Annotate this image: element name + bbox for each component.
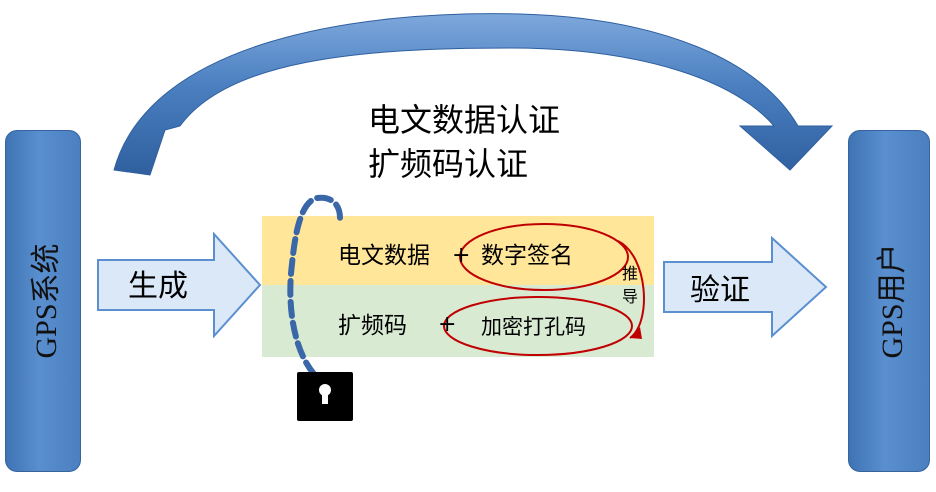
title-line-code-auth: 扩频码认证 (368, 145, 529, 183)
spreading-code-text: 扩频码 (338, 313, 407, 339)
spreading-code-band (262, 285, 654, 357)
derive-arrowhead (630, 327, 642, 339)
spreading-plus: + (438, 312, 457, 337)
curved-arrow-body (113, 13, 834, 176)
verify-label: 验证 (690, 273, 750, 308)
generate-label: 生成 (128, 269, 188, 304)
message-data-band (262, 216, 654, 285)
digital-signature-ellipse (459, 223, 629, 291)
derive-label-top: 推 (622, 264, 639, 283)
derive-arrow (617, 240, 645, 339)
message-plus: + (452, 243, 471, 268)
encrypted-code-ellipse (443, 296, 633, 356)
verify-arrow (663, 236, 828, 338)
encrypted-punctured-code-text: 加密打孔码 (481, 315, 586, 339)
title-line-message-auth: 电文数据认证 (368, 101, 561, 139)
gps-user-pillar: GPS用户 (848, 130, 930, 472)
generate-arrow (97, 232, 262, 338)
derive-label-bottom: 导 (622, 287, 639, 306)
padlock-icon (287, 194, 353, 421)
digital-signature-text: 数字签名 (481, 243, 573, 269)
gps-system-pillar: GPS系统 (5, 130, 81, 472)
message-data-text: 电文数据 (338, 243, 430, 269)
